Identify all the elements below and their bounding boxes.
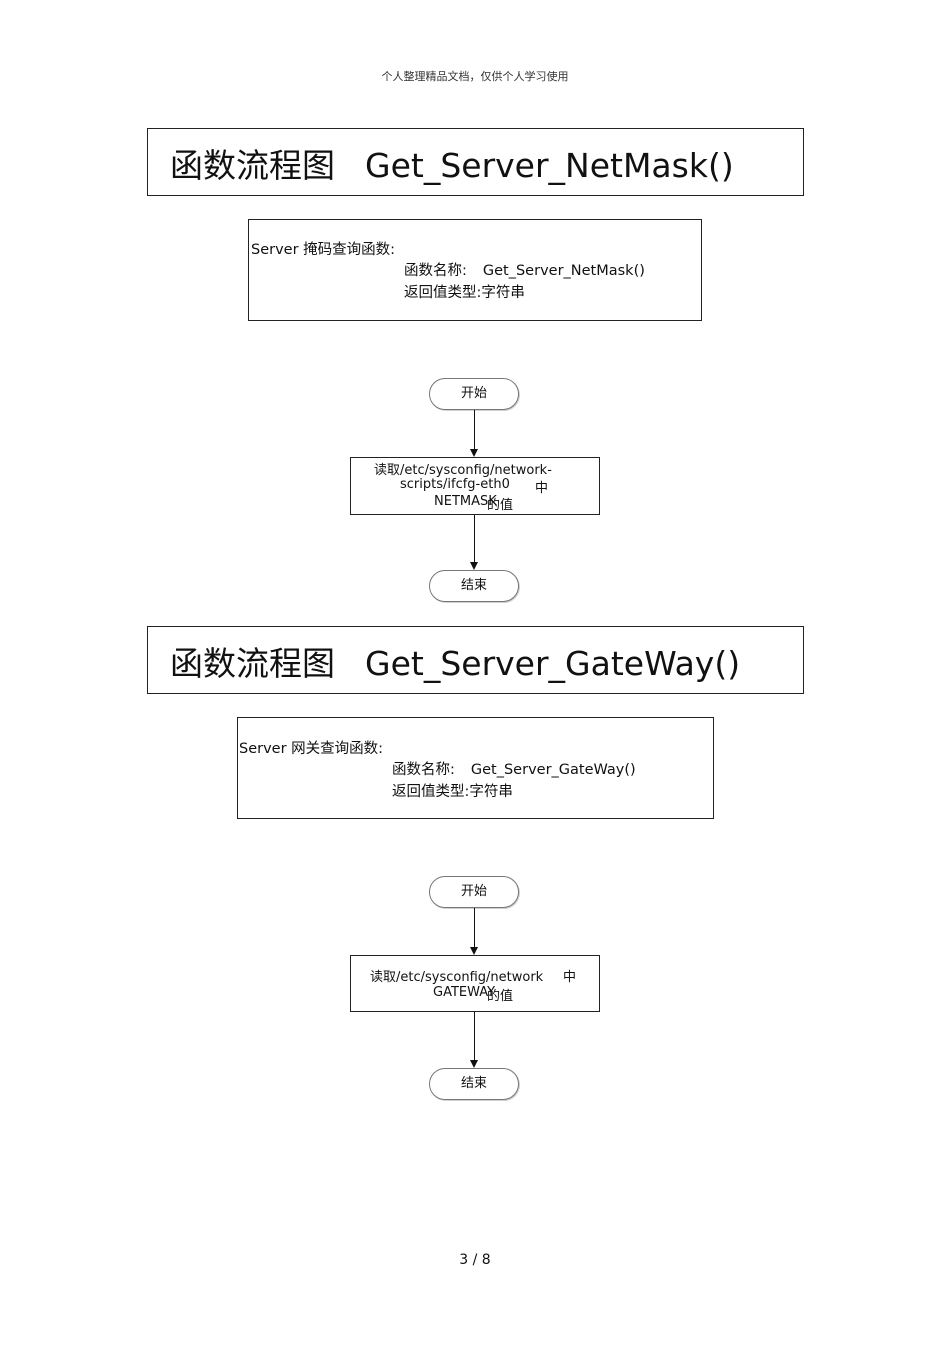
section-title-cn: 函数流程图 bbox=[170, 146, 335, 185]
function-name-label: 函数名称: bbox=[392, 762, 455, 778]
function-info-box: Server 掩码查询函数: 函数名称: Get_Server_NetMask()… bbox=[248, 219, 702, 321]
return-type-value: 字符串 bbox=[481, 285, 525, 301]
function-description: Server 掩码查询函数: bbox=[251, 242, 396, 258]
return-type-value: 字符串 bbox=[469, 784, 513, 800]
section-title-function: Get_Server_NetMask() bbox=[365, 146, 734, 185]
process-text-line: 的值 bbox=[487, 989, 514, 1004]
flow-process-node: 读取/etc/sysconfig/network- scripts/ifcfg-… bbox=[350, 457, 600, 515]
flow-connector bbox=[474, 410, 475, 449]
return-type-label: 返回值类型: bbox=[404, 285, 482, 301]
section-title-box: 函数流程图 Get_Server_NetMask() bbox=[147, 128, 804, 196]
header-note: 个人整理精品文档，仅供个人学习使用 bbox=[381, 70, 569, 83]
function-name-row: 函数名称: Get_Server_NetMask() bbox=[404, 259, 645, 280]
flow-connector bbox=[474, 515, 475, 562]
section-title-box: 函数流程图 Get_Server_GateWay() bbox=[147, 626, 804, 694]
process-text-line: 中 bbox=[563, 970, 577, 985]
process-text-line: NETMASK bbox=[434, 494, 497, 509]
process-text-line: 的值 bbox=[487, 498, 514, 513]
flow-end-node: 结束 bbox=[429, 1068, 519, 1100]
section-title: 函数流程图 Get_Server_NetMask() bbox=[170, 139, 734, 187]
function-name-row: 函数名称: Get_Server_GateWay() bbox=[392, 758, 636, 779]
function-description: Server 网关查询函数: bbox=[239, 741, 384, 757]
process-text-line: GATEWAY bbox=[433, 985, 496, 1000]
flow-connector bbox=[474, 908, 475, 947]
process-text-line: 中 bbox=[535, 481, 549, 496]
function-name-label: 函数名称: bbox=[404, 263, 467, 279]
page-number: 3 / 8 bbox=[459, 1252, 491, 1268]
flow-arrowhead bbox=[470, 1060, 478, 1068]
flow-start-node: 开始 bbox=[429, 876, 519, 908]
section-title-cn: 函数流程图 bbox=[170, 644, 335, 683]
flow-arrowhead bbox=[470, 947, 478, 955]
flow-connector bbox=[474, 1012, 475, 1060]
flow-process-node: 读取/etc/sysconfig/network 中 GATEWAY 的值 bbox=[350, 955, 600, 1012]
return-type-row: 返回值类型:字符串 bbox=[404, 281, 525, 302]
flow-arrowhead bbox=[470, 562, 478, 570]
flow-arrowhead bbox=[470, 449, 478, 457]
process-text-line: 读取/etc/sysconfig/network- bbox=[374, 463, 552, 478]
process-text-line: 读取/etc/sysconfig/network bbox=[370, 970, 544, 985]
section-title: 函数流程图 Get_Server_GateWay() bbox=[170, 637, 740, 685]
return-type-label: 返回值类型: bbox=[392, 784, 470, 800]
return-type-row: 返回值类型:字符串 bbox=[392, 780, 513, 801]
function-name-value: Get_Server_GateWay() bbox=[470, 762, 636, 778]
flow-end-node: 结束 bbox=[429, 570, 519, 602]
function-name-value: Get_Server_NetMask() bbox=[482, 263, 645, 279]
process-text-line: scripts/ifcfg-eth0 bbox=[400, 477, 510, 492]
function-info-box: Server 网关查询函数: 函数名称: Get_Server_GateWay()… bbox=[237, 717, 714, 819]
section-title-function: Get_Server_GateWay() bbox=[365, 644, 741, 683]
flow-start-node: 开始 bbox=[429, 378, 519, 410]
